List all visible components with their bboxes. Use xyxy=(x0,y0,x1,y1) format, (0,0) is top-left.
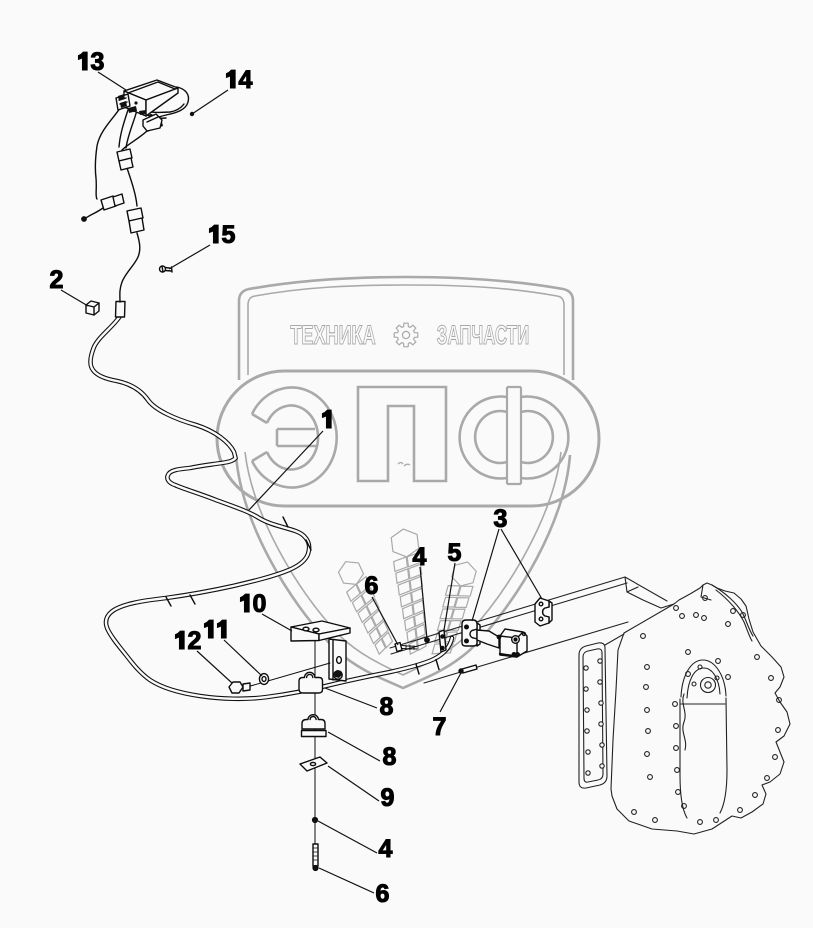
svg-text:2: 2 xyxy=(188,627,201,655)
svg-text:5: 5 xyxy=(448,539,462,567)
svg-text:8: 8 xyxy=(383,743,397,771)
svg-text:2: 2 xyxy=(50,266,63,294)
svg-text:ТЕХНИКА: ТЕХНИКА xyxy=(290,319,375,350)
svg-text:4: 4 xyxy=(239,66,253,94)
svg-text:4: 4 xyxy=(379,835,393,863)
svg-text:ЗАПЧАСТИ: ЗАПЧАСТИ xyxy=(437,320,529,350)
svg-text:3: 3 xyxy=(494,505,507,533)
svg-text:6: 6 xyxy=(365,572,378,600)
svg-text:8: 8 xyxy=(380,693,394,721)
svg-text:4: 4 xyxy=(413,543,427,571)
svg-text:9: 9 xyxy=(381,784,394,812)
svg-text:0: 0 xyxy=(253,590,266,618)
svg-text:3: 3 xyxy=(91,48,104,76)
svg-text:6: 6 xyxy=(376,880,389,908)
svg-text:5: 5 xyxy=(222,221,236,249)
svg-text:7: 7 xyxy=(433,713,446,741)
